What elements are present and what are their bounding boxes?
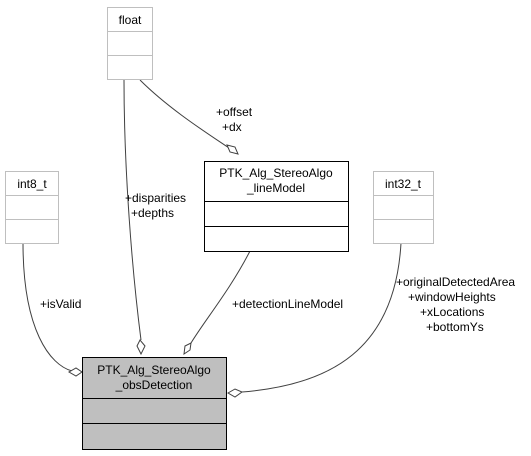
class-name-line2: _obsDetection [115, 378, 193, 392]
class-node-obs-detection[interactable]: PTK_Alg_StereoAlgo _obsDetection [82, 357, 227, 450]
class-node-line-model[interactable]: PTK_Alg_StereoAlgo _lineModel [204, 161, 349, 252]
composition-diamond [226, 388, 244, 398]
class-name-line1: PTK_Alg_StereoAlgo [97, 363, 211, 377]
composition-diamond [183, 342, 192, 356]
edge-label-offset: +offset [216, 105, 253, 119]
edge-label-detectionlinemodel: +detectionLineModel [232, 297, 343, 311]
edge-int32-to-obs-detection: +originalDetectedArea +windowHeights +xL… [226, 242, 515, 398]
composition-diamond [67, 367, 83, 377]
composition-diamond [136, 339, 146, 356]
edge-int8-to-obs-detection: +isValid [22, 242, 83, 377]
class-node-int8[interactable]: int8_t [5, 171, 59, 244]
class-name-line1: PTK_Alg_StereoAlgo [219, 166, 333, 180]
edge-label-windowheights: +windowHeights [408, 290, 496, 304]
class-box [204, 161, 349, 252]
class-box [373, 171, 434, 244]
edge-label-originaldetectedarea: +originalDetectedArea [396, 275, 515, 289]
class-name: int32_t [385, 177, 422, 191]
edge-float-to-line-model: +offset +dx [139, 79, 253, 155]
class-box [5, 171, 59, 244]
edge-label-isvalid: +isValid [40, 297, 81, 311]
class-name-line2: _lineModel [246, 181, 305, 195]
class-box [107, 7, 153, 80]
edge-label-disparities: +disparities [125, 191, 186, 205]
edge-label-dx: +dx [222, 120, 242, 134]
edge-label-depths: +depths [131, 206, 174, 220]
class-name: int8_t [17, 177, 47, 191]
class-name: float [119, 13, 142, 27]
class-node-float[interactable]: float [107, 7, 153, 80]
class-box [82, 357, 227, 450]
edge-label-bottomys: +bottomYs [426, 320, 484, 334]
class-node-int32[interactable]: int32_t [373, 171, 434, 244]
edge-line-model-to-obs-detection: +detectionLineModel [183, 250, 343, 356]
composition-diamond [226, 144, 239, 155]
edge-label-xlocations: +xLocations [420, 305, 484, 319]
edge-float-to-obs-detection: +disparities +depths [123, 79, 186, 356]
